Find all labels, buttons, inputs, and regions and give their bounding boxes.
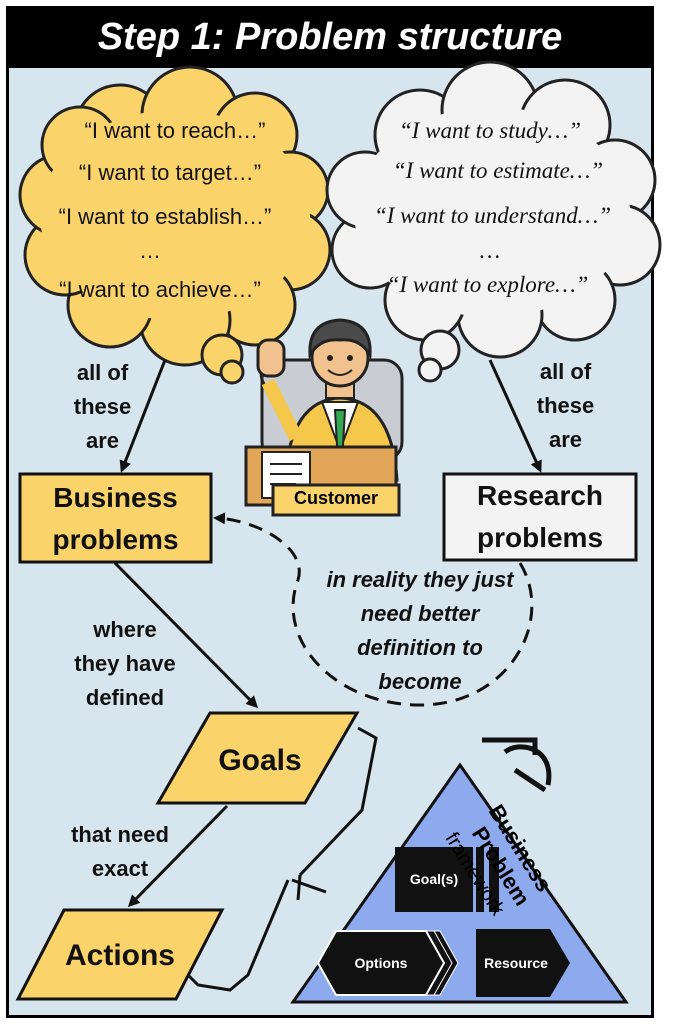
goal-block: [395, 847, 473, 912]
arrow-cloud-to-research: [488, 359, 542, 473]
research-thought-cloud: [325, 60, 662, 383]
actions-box: [15, 908, 225, 1001]
resource-block: [476, 929, 570, 997]
resource-label: Resource: [484, 955, 548, 971]
business-quote-2: “I want to target…”: [78, 160, 262, 185]
goals-label: Goals: [218, 744, 302, 777]
research-quote-3: “I want to understand…”: [373, 203, 612, 228]
page-title: Step 1: Problem structure: [97, 15, 563, 58]
actions-bracket: [186, 879, 290, 992]
business-thought-cloud: [18, 65, 332, 385]
research-problems-box: [442, 472, 638, 562]
goal-label: Goal(s): [409, 871, 459, 887]
business-quote-ellipsis: …: [139, 238, 161, 263]
business-problems-box: [18, 472, 213, 564]
arrow-goals-to-actions: [127, 804, 229, 908]
options-block: [316, 930, 459, 996]
research-quote-4: “I want to explore…”: [386, 272, 589, 297]
business-quote-1: “I want to reach…”: [84, 118, 266, 143]
framework-logo-icon: [482, 737, 552, 793]
business-quote-4: “I want to achieve…”: [59, 277, 261, 302]
customer-illustration: [244, 318, 404, 517]
business-quote-3: “I want to establish…”: [58, 204, 272, 229]
research-quote-ellipsis: …: [479, 238, 501, 263]
title-bar: Step 1: Problem structure: [6, 6, 654, 68]
customer-label: Customer: [293, 488, 378, 508]
arrow-business-to-goals: [113, 561, 259, 709]
arrow-cloud-to-business: [119, 359, 167, 473]
goals-bracket: [298, 726, 378, 877]
options-label: Options: [354, 955, 408, 971]
research-quote-1: “I want to study…”: [398, 118, 582, 143]
actions-label: Actions: [64, 939, 175, 972]
research-quote-2: “I want to estimate…”: [392, 158, 604, 183]
goals-box: [155, 711, 360, 805]
